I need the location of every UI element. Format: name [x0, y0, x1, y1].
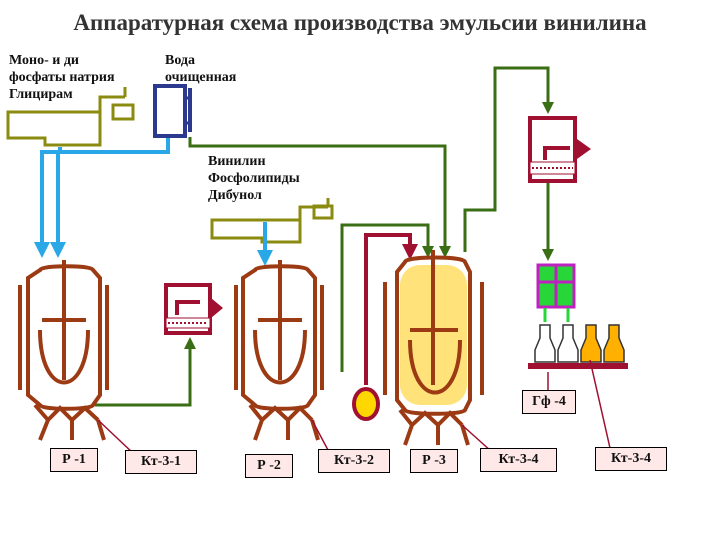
label-kt-3-1: Кт-3-1 — [125, 450, 197, 474]
process-lines — [95, 66, 554, 407]
label-kt-3-4-b: Кт-3-4 — [595, 447, 667, 471]
label-kt-3-2: Кт-3-2 — [318, 449, 390, 473]
dosing-feeder-2 — [210, 198, 334, 244]
label-sodium-phosphates: Моно- и ди фосфаты натрия Глицирам — [9, 53, 115, 102]
water-lines — [34, 138, 273, 266]
filling-machine-gf-4 — [536, 263, 576, 322]
label-r2: Р -2 — [245, 454, 293, 478]
bottle-conveyor — [528, 363, 628, 369]
dosing-feeder-1 — [6, 87, 135, 147]
reactor-r3 — [383, 250, 484, 446]
recirculation-line — [364, 233, 418, 385]
pump — [352, 387, 380, 421]
water-tank — [153, 84, 192, 138]
label-gf-4: Гф -4 — [522, 390, 576, 414]
bottles — [534, 324, 625, 363]
label-purified-water: Вода очищенная — [165, 53, 237, 85]
label-r3: Р -3 — [410, 449, 458, 473]
reactor-r1 — [18, 260, 109, 441]
filter-kt-3-1 — [164, 283, 223, 335]
filter-kt-3-4-top — [528, 116, 591, 183]
label-vinylin: Винилин Фосфолипиды Дибунол — [208, 154, 300, 203]
diagram-title: Аппаратурная схема производства эмульсии… — [73, 10, 647, 35]
reactor-r2 — [234, 260, 324, 441]
label-kt-3-4-a: Кт-3-4 — [480, 448, 557, 472]
label-r1: Р -1 — [50, 448, 98, 472]
callout-lines — [97, 359, 611, 456]
